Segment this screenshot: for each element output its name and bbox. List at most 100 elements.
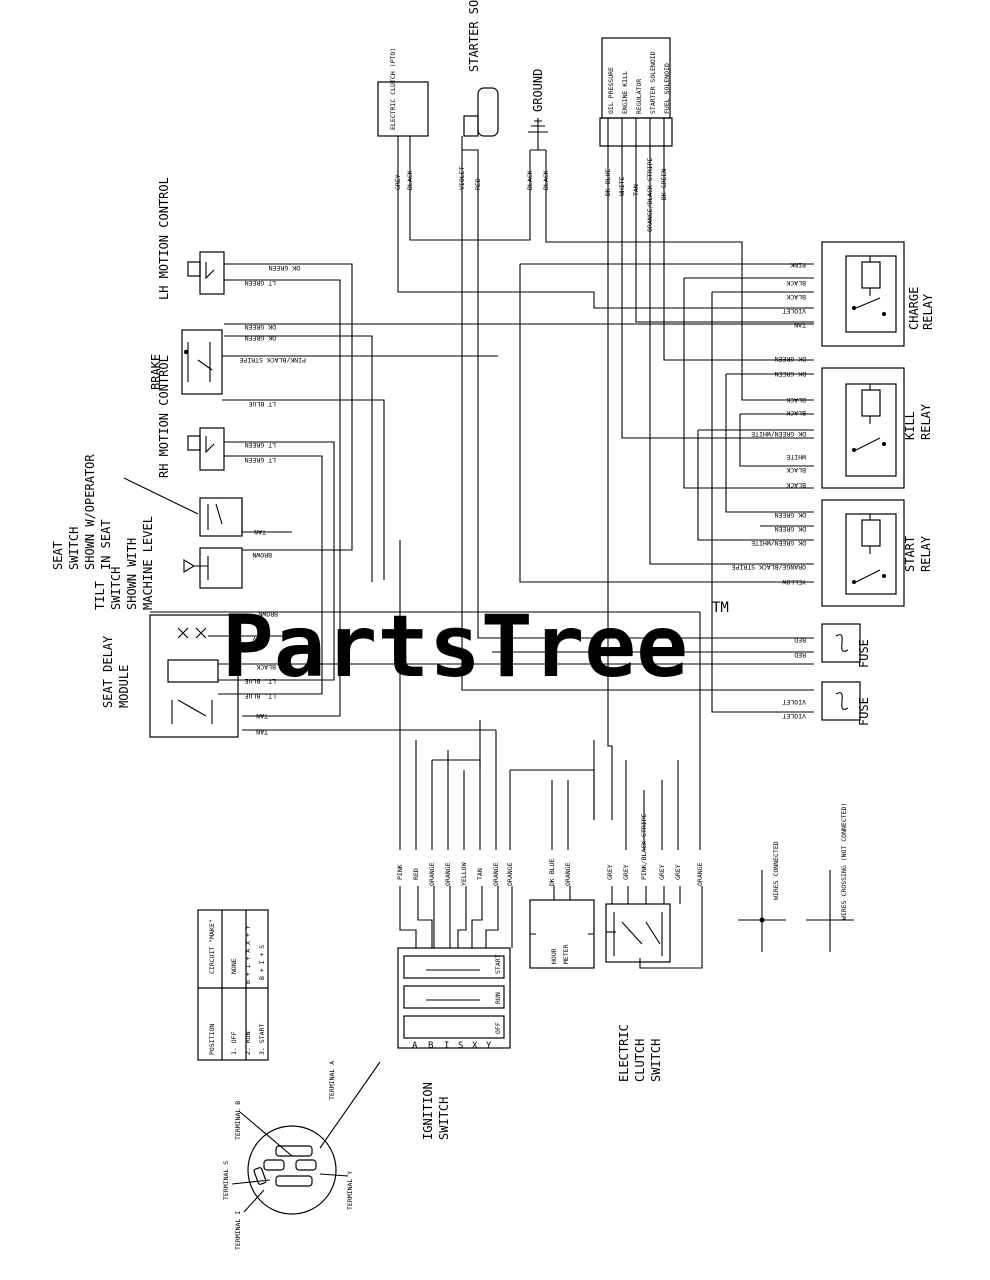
left-wire-label: BROWN (258, 610, 278, 618)
left-wire-label: DK GREEN (245, 323, 276, 331)
svg-text:SWITCH: SWITCH (109, 567, 123, 610)
left-wire-label: LT GREEN (245, 456, 276, 464)
svg-text:ORANGE: ORANGE (428, 862, 436, 886)
svg-text:DK GREEN/WHITE: DK GREEN/WHITE (751, 539, 806, 547)
svg-text:BLACK: BLACK (786, 279, 806, 287)
left-wire-label: GREY (252, 634, 268, 642)
pin-engine-kill: ENGINE KILL (621, 71, 629, 114)
svg-text:TERMINAL Y: TERMINAL Y (346, 1171, 354, 1210)
ignition-switch: START RUN OFF A B I S X Y IGNITION SWITC… (397, 947, 511, 1140)
svg-text:METER: METER (562, 944, 570, 964)
svg-text:TERMINAL I: TERMINAL I (234, 1211, 242, 1250)
svg-text:VIOLET: VIOLET (782, 698, 806, 706)
svg-text:ELECTRIC: ELECTRIC (617, 1024, 631, 1082)
wire-legend: WIRES CONNECTED WIRES CROSSING (NOT CONN… (738, 803, 854, 952)
seat-switch-label-1: SEAT (51, 541, 65, 570)
svg-text:VIOLET: VIOLET (782, 307, 806, 315)
brake-label: BRAKE (149, 354, 163, 390)
svg-text:SHOWN WITH: SHOWN WITH (125, 538, 139, 610)
svg-text:TERMINAL B: TERMINAL B (234, 1101, 242, 1140)
svg-text:TAN: TAN (794, 321, 806, 329)
top-wire-label: BLACK (526, 170, 534, 190)
svg-text:3. START: 3. START (258, 1024, 266, 1055)
svg-text:GREY: GREY (658, 864, 666, 880)
svg-text:1. OFF: 1. OFF (230, 1031, 238, 1055)
svg-text:PINK/BLACK STRIPE: PINK/BLACK STRIPE (640, 813, 648, 880)
svg-text:TERMINAL S: TERMINAL S (222, 1161, 230, 1200)
svg-text:ORANGE: ORANGE (506, 862, 514, 886)
svg-text:DK GREEN: DK GREEN (775, 355, 806, 363)
top-wire-label: BLACK (406, 170, 414, 190)
top-wire-label: ORANGE/BLACK STRIPE (646, 158, 654, 232)
svg-text:OFF: OFF (494, 1022, 502, 1034)
start-relay: START RELAY (821, 499, 933, 607)
top-wire-label: BLACK (542, 170, 550, 190)
svg-text:RELAY: RELAY (919, 535, 933, 572)
svg-text:PINK: PINK (790, 261, 806, 269)
top-wire-labels: GREY BLACK VIOLET RED BLACK BLACK DK BLU… (394, 158, 668, 232)
ignition-position-table: POSITION CIRCUIT "MAKE" 1. OFF NONE 2. R… (197, 909, 269, 1061)
rh-motion-control: RH MOTION CONTROL (157, 355, 225, 478)
ignition-terminal-face: TERMINAL A TERMINAL B TERMINAL S TERMINA… (222, 1061, 381, 1250)
left-wire-label: BLACK (256, 663, 276, 671)
pin-regulator: REGULATOR (635, 79, 643, 114)
svg-text:RED: RED (794, 636, 806, 644)
left-wire-label: TAN (256, 728, 268, 736)
svg-text:BLACK: BLACK (786, 466, 806, 474)
left-wire-label: LT. BLUE (245, 692, 276, 700)
svg-text:RED: RED (794, 651, 806, 659)
left-wire-label: LT GREEN (245, 441, 276, 449)
svg-text:HOUR: HOUR (550, 948, 558, 964)
svg-text:TAN: TAN (476, 868, 484, 880)
svg-text:YELLOW: YELLOW (460, 862, 468, 886)
svg-text:2. RUN: 2. RUN (244, 1031, 252, 1055)
svg-text:CIRCUIT "MAKE": CIRCUIT "MAKE" (208, 919, 216, 974)
tilt-switch: TILT SWITCH SHOWN WITH MACHINE LEVEL (93, 516, 243, 610)
svg-text:RUN: RUN (494, 992, 502, 1004)
svg-text:WHITE: WHITE (786, 453, 806, 461)
electric-clutch-pto-label: ELECTRIC CLUTCH (PTO) (389, 48, 397, 130)
bottom-wire-labels: PINK RED ORANGE ORANGE YELLOW TAN ORANGE… (396, 813, 704, 886)
svg-text:IGNITION: IGNITION (421, 1082, 435, 1140)
svg-text:DK GREEN: DK GREEN (775, 511, 806, 519)
svg-text:S: S (458, 1041, 463, 1051)
svg-text:DK GREEN/WHITE: DK GREEN/WHITE (751, 430, 806, 438)
svg-text:KILL: KILL (903, 411, 917, 440)
electric-clutch-pto: ELECTRIC CLUTCH (PTO) (377, 48, 429, 200)
left-wire-label: BROWN (252, 551, 272, 559)
charge-relay-label-2: RELAY (921, 293, 935, 330)
svg-text:SHOWN W/OPERATOR: SHOWN W/OPERATOR (83, 454, 97, 570)
top-wire-label: DK BLUE (604, 169, 612, 196)
seat-delay-module: SEAT DELAY MODULE (101, 614, 239, 738)
brake-switch: BRAKE (149, 329, 223, 395)
left-wire-label: DK GREEN (269, 264, 300, 272)
left-wire-labels: DK GREEN LT GREEN DK GREEN DK GREEN PINK… (239, 264, 306, 736)
fuse-1: FUSE (821, 623, 871, 668)
left-wire-label: LT. BLUE (245, 677, 276, 685)
top-wire-label: DK GREEN (660, 169, 668, 200)
svg-text:BLACK: BLACK (786, 481, 806, 489)
ground-label: GROUND (531, 69, 545, 112)
svg-text:START: START (494, 954, 502, 974)
svg-text:Y: Y (486, 1041, 492, 1051)
svg-text:FUSE: FUSE (857, 639, 871, 668)
svg-text:DK BLUE: DK BLUE (548, 859, 556, 886)
svg-text:WIRES CONNECTED: WIRES CONNECTED (772, 841, 780, 900)
fuse-2: FUSE (821, 681, 871, 726)
left-wire-label: PINK/BLACK STRIPE (239, 356, 306, 364)
bottom-connections (399, 886, 703, 969)
svg-text:TILT: TILT (93, 581, 107, 610)
left-wire-label: DK GREEN (245, 334, 276, 342)
svg-text:SWITCH: SWITCH (649, 1039, 663, 1082)
svg-text:DK GREEN: DK GREEN (775, 525, 806, 533)
svg-text:SWITCH: SWITCH (67, 527, 81, 570)
starter-solenoid: STARTER SOLENOID (461, 0, 499, 200)
svg-text:B + I + S: B + I + S (258, 945, 266, 980)
svg-text:GREY: GREY (674, 864, 682, 880)
svg-text:X: X (472, 1041, 478, 1051)
svg-text:ORANGE: ORANGE (696, 862, 704, 886)
svg-text:GREY: GREY (606, 864, 614, 880)
svg-text:MACHINE LEVEL: MACHINE LEVEL (141, 516, 155, 610)
svg-text:WIRES CROSSING (NOT CONNECTED): WIRES CROSSING (NOT CONNECTED) (840, 803, 848, 920)
lh-motion-control: LH MOTION CONTROL (157, 177, 225, 300)
